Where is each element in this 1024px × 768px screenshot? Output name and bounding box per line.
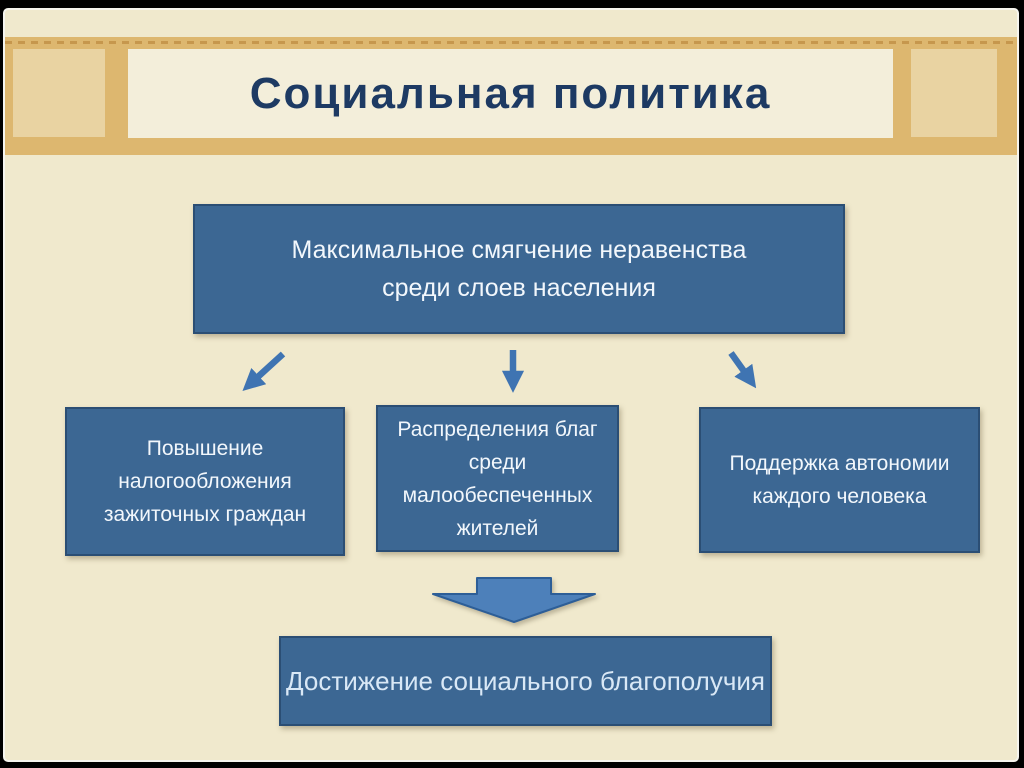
branch-box-distribution: Распределения благ среди малообеспеченны… [376, 405, 619, 552]
header-left-panel [13, 49, 105, 137]
slide: Социальная политика Максимальное смягчен… [3, 8, 1019, 762]
box-text-line: налогообложения [118, 470, 292, 493]
box-text-line: Поддержка автономии [729, 452, 950, 475]
header-right-panel [911, 49, 997, 137]
arrow-down-left-icon [242, 351, 286, 391]
band-dashed-line [5, 41, 1017, 44]
box-text-line: Максимальное смягчение неравенства [291, 236, 747, 264]
box-text-line: зажиточных граждан [103, 503, 307, 526]
branch-arrows [242, 350, 757, 393]
title-panel: Социальная политика [128, 49, 893, 138]
page-title: Социальная политика [249, 68, 772, 118]
box-text-line: среди [468, 450, 527, 474]
branch-box-autonomy: Поддержка автономии каждого человека [699, 407, 980, 553]
result-box: Достижение социального благополучия [279, 636, 772, 726]
box-text-line: среди слоев населения [382, 274, 656, 302]
block-arrow-down-icon [432, 577, 596, 623]
top-concept-box: Максимальное смягчение неравенства среди… [193, 204, 845, 334]
header-band: Социальная политика [5, 37, 1017, 155]
arrow-down-right-icon [728, 351, 757, 389]
box-text-line: Достижение социального благополучия [286, 666, 765, 696]
box-text-line: Повышение [146, 437, 264, 460]
box-text-line: каждого человека [752, 485, 927, 508]
box-text-line: малообеспеченных [402, 483, 593, 507]
branch-box-taxation: Повышение налогообложения зажиточных гра… [65, 407, 345, 556]
box-text-line: Распределения благ [397, 417, 598, 441]
box-text-line: жителей [456, 516, 539, 540]
